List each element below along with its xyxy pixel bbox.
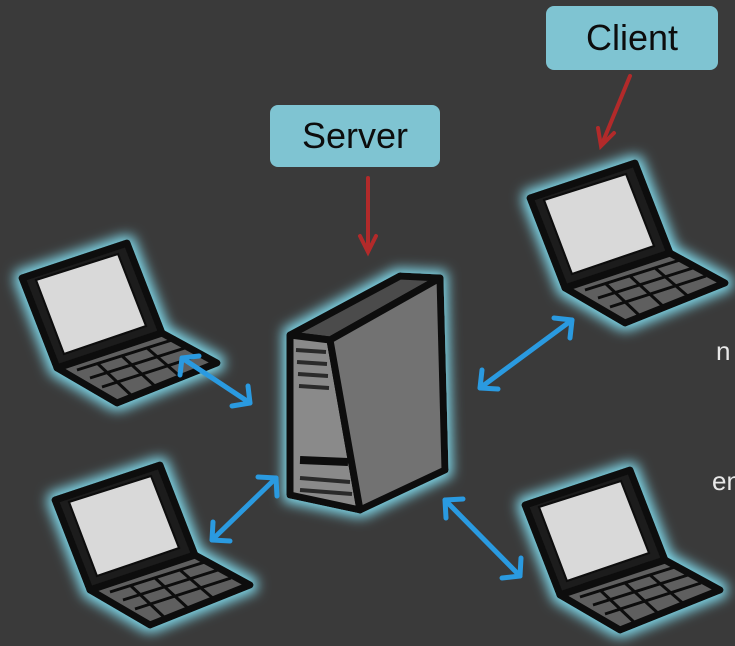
laptop-icon [530,163,725,323]
server-label: Server [270,105,440,167]
laptop-icon [55,465,250,625]
server-tower-icon [286,272,449,514]
client-label-text: Client [585,17,679,58]
connection-arrow [177,353,253,409]
connection-arrow [209,474,280,544]
connection-arrow [442,496,524,581]
laptop-icon [525,470,720,630]
laptop-icon [22,243,217,403]
client-label: Client [546,6,718,70]
connection-arrow [477,315,575,392]
cropped-text-fragment: n [716,336,731,366]
server-label-text: Server [301,115,409,156]
server-pointer-arrow [358,176,378,257]
client-pointer-arrow [596,74,632,151]
cropped-text-fragment: en [712,466,735,496]
